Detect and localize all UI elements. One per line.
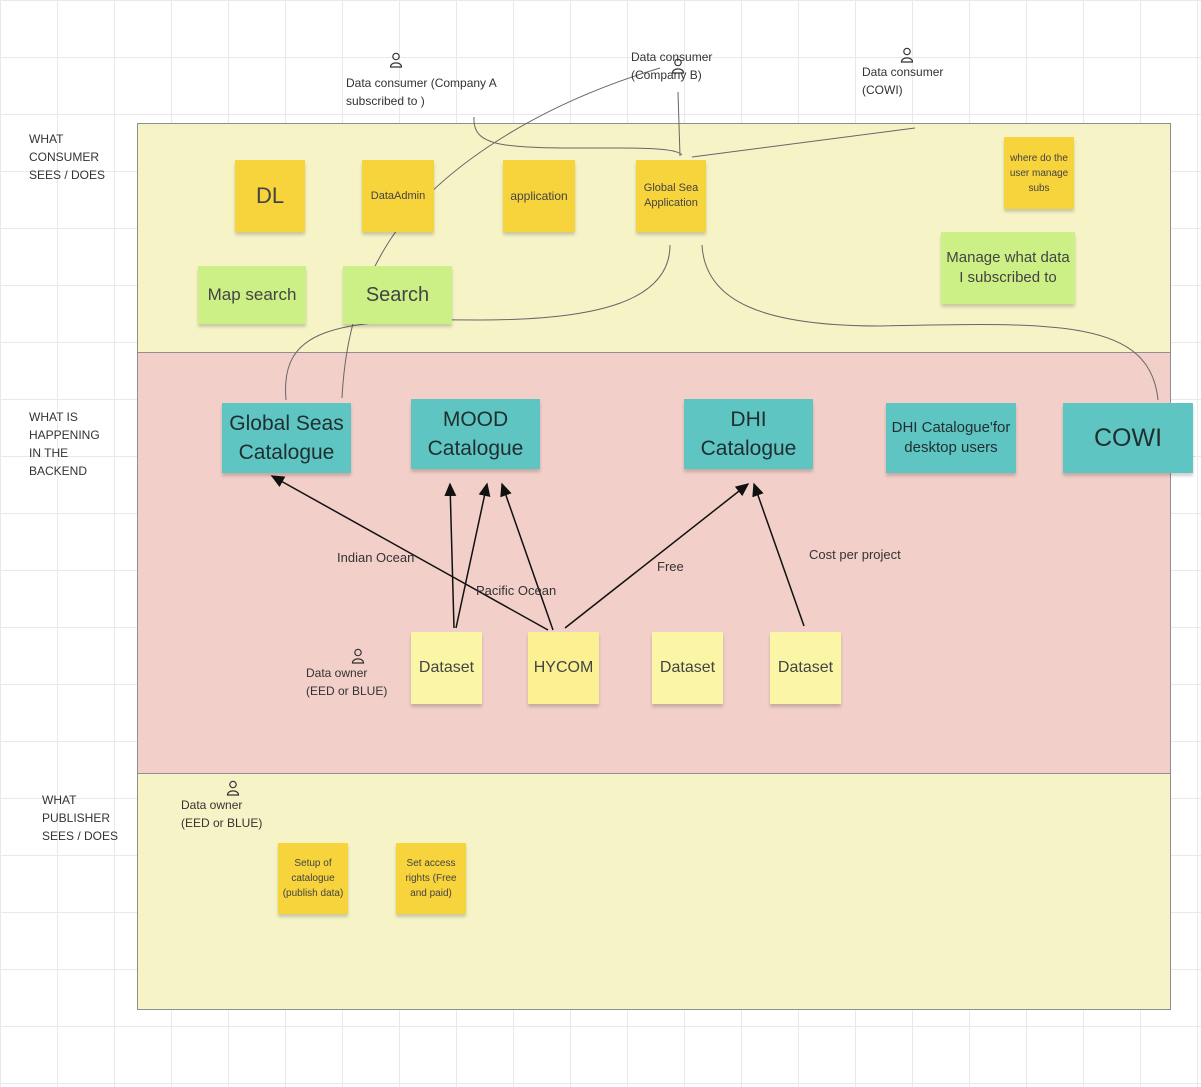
- person-icon: [900, 47, 914, 63]
- note-map-search[interactable]: Map search: [198, 266, 306, 324]
- arrow-dataset-to-dhi: [752, 482, 805, 627]
- note-dataadmin[interactable]: DataAdmin: [362, 160, 434, 232]
- arrow-hycom-to-global-seas: [270, 475, 549, 631]
- connector-app-to-global-seas: [285, 244, 671, 401]
- connector-app-to-cowi: [701, 244, 1159, 401]
- person-icon: [671, 58, 685, 74]
- note-dataset-1[interactable]: Dataset: [411, 632, 482, 704]
- note-manage-subscribed[interactable]: Manage what data I subscribed to: [941, 232, 1075, 304]
- note-setup-catalogue[interactable]: Setup of catalogue (publish data): [278, 843, 348, 914]
- connector-consumer-a: [473, 116, 683, 156]
- edge-label-cost-per-project: Cost per project: [809, 547, 901, 562]
- note-cowi[interactable]: COWI: [1063, 403, 1193, 473]
- person-icon: [389, 52, 403, 68]
- note-mood-catalogue[interactable]: MOOD Catalogue: [411, 399, 540, 469]
- actor-consumer-cowi: Data consumer (COWI): [862, 65, 944, 97]
- connector-consumer-b-to-global-seas: [341, 67, 661, 399]
- connector-consumer-b: [677, 91, 681, 157]
- actor-consumer-a: Data consumer (Company A subscribed to ): [346, 76, 497, 108]
- lane-label-backend: WHAT IS HAPPENING IN THE BACKEND: [29, 410, 100, 478]
- arrow-dataset-to-mood-1: [444, 482, 457, 629]
- edge-label-pacific-ocean: Pacific Ocean: [476, 583, 557, 598]
- actor-owner-publisher: Data owner (EED or BLUE): [181, 798, 263, 830]
- person-icon: [226, 780, 240, 796]
- actor-consumer-b: Data consumer (Company B): [631, 50, 713, 82]
- note-search[interactable]: Search: [343, 266, 452, 324]
- note-application[interactable]: application: [503, 160, 575, 232]
- note-dhi-desktop-catalogue[interactable]: DHI Catalogue'for desktop users: [886, 403, 1016, 473]
- lane-label-publisher: WHAT PUBLISHER SEES / DOES: [42, 793, 119, 843]
- edge-label-free: Free: [657, 559, 684, 574]
- arrow-dataset-to-mood-2: [455, 482, 491, 629]
- lane-label-consumer: WHAT CONSUMER SEES / DOES: [29, 132, 106, 182]
- actor-owner-backend: Data owner (EED or BLUE): [306, 666, 388, 698]
- note-dataset-2[interactable]: Dataset: [652, 632, 723, 704]
- note-set-access-rights[interactable]: Set access rights (Free and paid): [396, 843, 466, 914]
- note-hycom[interactable]: HYCOM: [528, 632, 599, 704]
- note-dl[interactable]: DL: [235, 160, 305, 232]
- edge-label-indian-ocean: Indian Ocean: [337, 550, 415, 565]
- note-global-seas-catalogue[interactable]: Global Seas Catalogue: [222, 403, 351, 473]
- note-global-sea-application[interactable]: Global Sea Application: [636, 160, 706, 232]
- person-icon: [351, 648, 365, 664]
- connector-consumer-cowi: [691, 127, 916, 158]
- arrow-hycom-to-mood: [500, 482, 554, 631]
- arrow-hycom-to-dhi: [564, 483, 750, 629]
- note-dataset-3[interactable]: Dataset: [770, 632, 841, 704]
- note-dhi-catalogue[interactable]: DHI Catalogue: [684, 399, 813, 469]
- note-where-manage-subs[interactable]: where do the user manage subs: [1004, 137, 1074, 209]
